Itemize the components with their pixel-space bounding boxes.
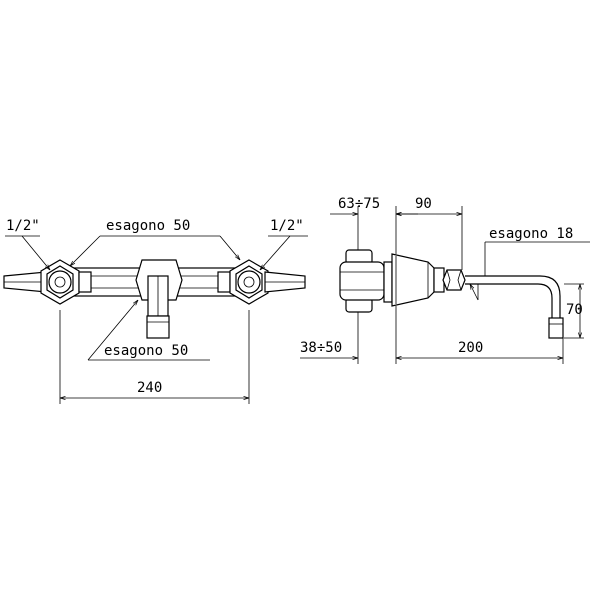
width-240-label: 240	[137, 380, 162, 396]
side-view: 63÷75 90 esagono 18 70 38÷50 200	[300, 196, 590, 364]
drop-70-label: 70	[566, 302, 583, 318]
left-thread-label: 1/2"	[6, 218, 40, 234]
hex-top-label: esagono 50	[106, 218, 190, 234]
center-spout-hex	[135, 259, 183, 339]
left-handle	[3, 271, 47, 293]
front-view: 1/2" esagono 50 1/2" esagono 50 240	[3, 218, 308, 404]
depth-range-label: 38÷50	[300, 340, 342, 356]
side-hex-18-nut	[442, 269, 466, 291]
right-thread-label: 1/2"	[270, 218, 304, 234]
wall-range-label: 63÷75	[338, 196, 380, 212]
side-spout-pipe	[465, 275, 564, 339]
hex-18-label: esagono 18	[489, 226, 573, 242]
right-handle	[264, 271, 306, 293]
hex-bottom-label: esagono 50	[104, 343, 188, 359]
right-valve-hex	[217, 259, 269, 305]
left-valve-hex	[40, 259, 92, 305]
side-cone-rosette	[391, 253, 445, 307]
spout-length-200-label: 200	[458, 340, 483, 356]
side-wall-body	[339, 249, 393, 313]
body-length-90-label: 90	[415, 196, 432, 212]
